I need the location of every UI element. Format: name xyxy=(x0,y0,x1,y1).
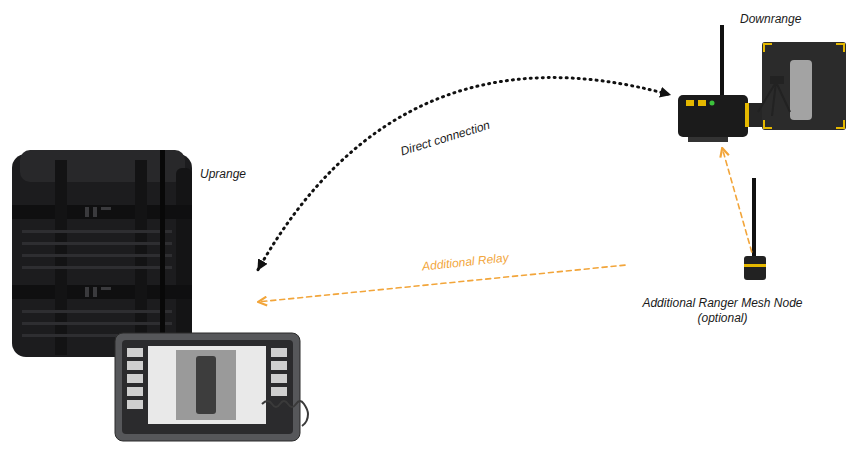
backpack-antenna xyxy=(160,150,165,335)
tablet-screen xyxy=(148,346,266,424)
mesh-accent xyxy=(744,264,766,267)
node-label: Downrange xyxy=(740,12,801,27)
node-label: Uprange xyxy=(200,167,246,182)
device-antenna xyxy=(720,25,724,97)
tablet-case xyxy=(115,333,300,441)
equipment-node: Downrange xyxy=(670,8,850,148)
tripod-head xyxy=(770,76,784,84)
backpack-strap xyxy=(55,160,67,355)
device-accent xyxy=(745,103,749,127)
link-connector xyxy=(722,148,752,252)
device-body xyxy=(678,95,748,137)
xray-object xyxy=(196,356,216,414)
xray-image xyxy=(176,350,236,420)
node-label: Additional Ranger Mesh Node (optional) xyxy=(629,296,816,326)
tripod xyxy=(758,82,790,116)
backpack-logo xyxy=(85,207,111,297)
molle-webbing xyxy=(22,230,172,337)
coiled-cable xyxy=(262,401,308,426)
link-label: Direct connection xyxy=(397,117,494,160)
mesh-node-figure xyxy=(744,178,766,280)
equipment-node: Uprange xyxy=(8,145,258,360)
backpack-strap xyxy=(135,160,147,355)
tablet-buttons xyxy=(127,348,287,409)
link-label: Additional Relay xyxy=(419,250,511,274)
device-accent xyxy=(698,100,706,106)
downrange-figure xyxy=(678,25,846,142)
test-object xyxy=(790,60,812,120)
equipment-node: Additional Ranger Mesh Node (optional) xyxy=(625,252,820,329)
backpack-figure xyxy=(12,150,192,357)
mesh-antenna xyxy=(752,178,756,258)
link-connector xyxy=(258,78,670,270)
tablet-bezel xyxy=(122,340,293,434)
backpack-side-pocket xyxy=(176,168,192,348)
device-led xyxy=(710,101,715,106)
device-accent xyxy=(686,100,694,106)
mesh-body xyxy=(744,256,766,280)
device-mount xyxy=(688,137,728,142)
tablet-figure xyxy=(115,333,308,441)
